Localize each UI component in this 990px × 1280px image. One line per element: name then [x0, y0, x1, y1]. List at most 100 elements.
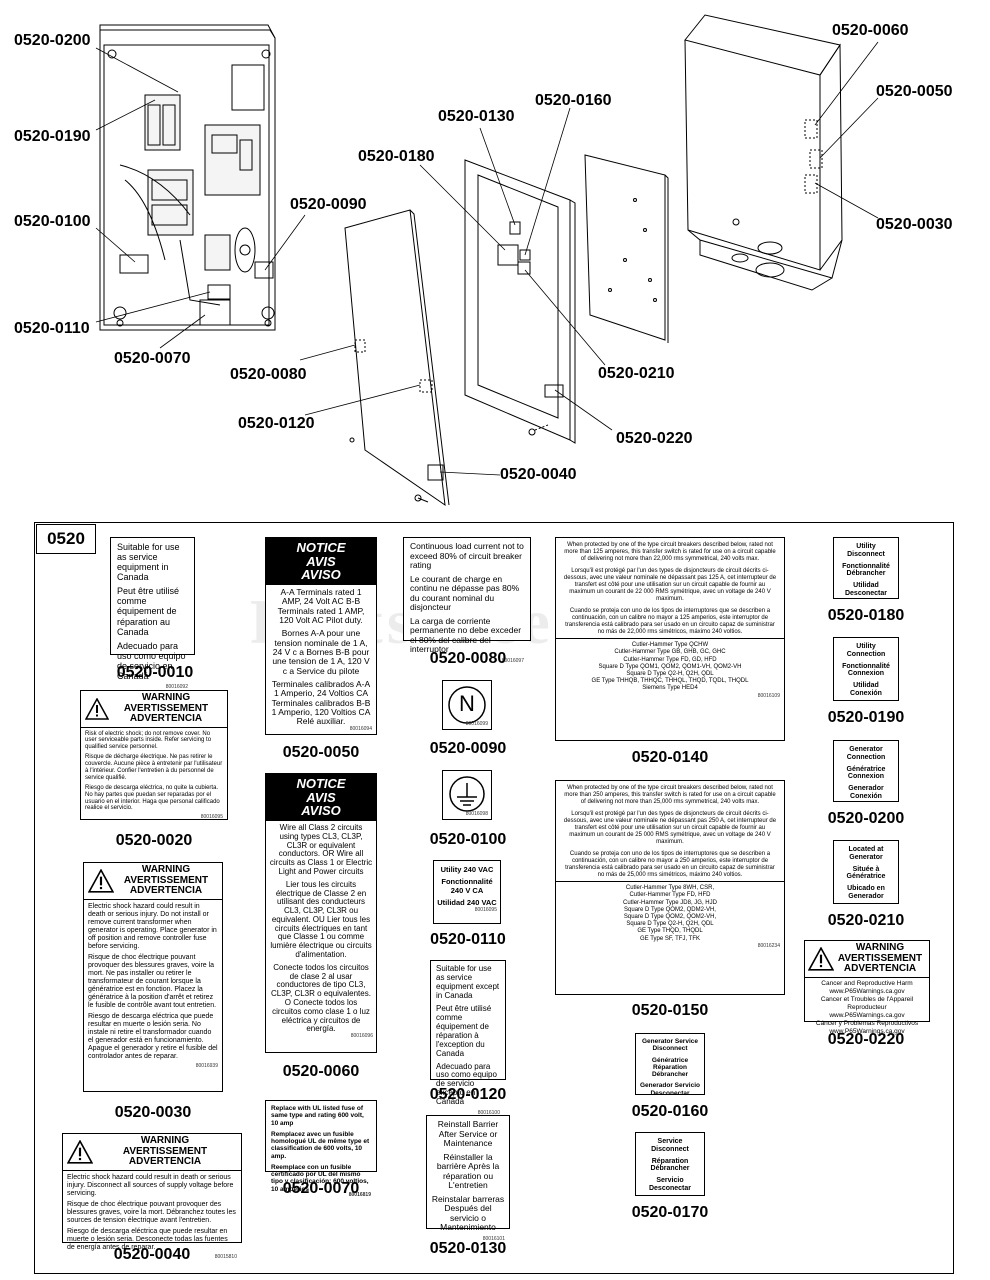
breaker-list: Cutler-Hammer Type 8WH, CSR, Cutler-Hamm…: [556, 881, 784, 952]
label-text-en: Wire all Class 2 circuits using types CL…: [269, 822, 373, 876]
label-text-en: Replace with UL listed fuse of same type…: [271, 1105, 364, 1127]
label-text-fr: Réinstaller la barrière Après la réparat…: [436, 1151, 500, 1191]
part-number-0520-0110: 0520-0110: [430, 931, 506, 948]
callout-0520-0110[interactable]: 0520-0110: [14, 320, 90, 337]
part-number-0520-0150: 0520-0150: [631, 1002, 709, 1019]
callout-0520-0040[interactable]: 0520-0040: [500, 466, 577, 483]
label-0520-0080[interactable]: Continuous load current not to exceed 80…: [403, 537, 531, 663]
callout-0520-0190[interactable]: 0520-0190: [14, 128, 91, 145]
label-text-fr: Risque de choc électrique pouvant provoq…: [88, 953, 217, 1010]
label-text-es: Generador Servicio Desconectar: [640, 1082, 700, 1097]
breaker-type: Cutler-Hammer Type 8WH, CSR,: [625, 885, 715, 892]
breaker-type: Cutler-Hammer Type GB, GHB, GC, GHC: [614, 649, 726, 656]
part-number-0520-0120: 0520-0120: [429, 1086, 507, 1103]
callout-0520-0200[interactable]: 0520-0200: [14, 32, 91, 49]
label-text-fr: Risque de choc électrique pouvant provoq…: [67, 1200, 236, 1224]
label-text-es: Utilidad Conexión: [850, 682, 882, 698]
label-0520-0180[interactable]: Utility Disconnect Fonctionnalité Débran…: [833, 537, 899, 599]
label-text-en: When protected by one of the type circui…: [564, 542, 776, 563]
label-code: 80016095: [474, 906, 497, 913]
callout-0520-0160[interactable]: 0520-0160: [535, 92, 612, 109]
label-text-en: Suitable for use as service equipment ex…: [436, 964, 500, 1000]
breaker-type: Cutler-Hammer Type FD, GD, HFD: [623, 656, 717, 663]
callout-0520-0080[interactable]: 0520-0080: [230, 366, 307, 383]
label-text-en: Generator Service Disconnect: [641, 1038, 698, 1053]
label-0520-0140[interactable]: When protected by one of the type circui…: [555, 537, 785, 741]
breaker-list: Cutler-Hammer Type QCHW Cutler-Hammer Ty…: [556, 638, 784, 701]
label-text-en: Utility Disconnect: [847, 543, 885, 558]
callout-0520-0180[interactable]: 0520-0180: [358, 148, 435, 165]
label-text-fr: Fonctionnalité 240 V CA: [441, 877, 493, 895]
front-frame: [464, 159, 576, 444]
callout-0520-0090[interactable]: 0520-0090: [290, 196, 367, 213]
label-text-es: Ubicado en Generador: [847, 885, 885, 901]
label-text-en: Suitable for use as service equipment in…: [117, 542, 180, 583]
label-text-es: Terminales calibrados A-A 1 Amperio, 24 …: [271, 679, 371, 727]
label-text-en: Utility 240 VAC: [440, 865, 494, 874]
part-number-0520-0170: 0520-0170: [631, 1204, 709, 1221]
label-text-en: Utility Connection: [846, 643, 886, 658]
label-text-en: Located at Generator: [848, 846, 884, 861]
callout-0520-0220[interactable]: 0520-0220: [616, 430, 693, 447]
label-code: 80016234: [757, 942, 780, 949]
label-0520-0190[interactable]: Utility Connection Fonctionnalité Connex…: [833, 637, 899, 701]
breaker-type: Square D Type QOM1, QOM2, QOM1-VH, QOM2-…: [598, 663, 742, 670]
label-url: www.P65Warnings.ca.gov: [829, 1028, 905, 1036]
label-code: 80016096: [350, 1033, 373, 1040]
part-number-0520-0160: 0520-0160: [631, 1103, 709, 1120]
label-code: 80016109: [757, 692, 780, 699]
label-text-en: Electric shock hazard could result in de…: [67, 1173, 234, 1197]
callout-0520-0210[interactable]: 0520-0210: [598, 365, 675, 382]
label-0520-0210[interactable]: Located at Generator Située à Génératric…: [833, 840, 899, 904]
label-text-fr: Le courant de charge en continu ne dépas…: [410, 573, 520, 613]
label-text-fr: Bornes A-A pour une tension nominale de …: [272, 628, 370, 676]
callout-0520-0060[interactable]: 0520-0060: [832, 22, 909, 39]
label-sheet-frame: [34, 522, 954, 1274]
label-text-en: Cancer and Reproductive Harm: [821, 979, 913, 987]
callout-0520-0100[interactable]: 0520-0100: [14, 213, 91, 230]
label-0520-0090[interactable]: N 80016099: [442, 680, 492, 730]
callout-0520-0130[interactable]: 0520-0130: [438, 108, 515, 125]
breaker-type: GE Type SF, TFJ, TFK: [639, 935, 701, 942]
label-text-es: Conecte todos los circuitos de clase 2 a…: [271, 962, 371, 1034]
label-0520-0010[interactable]: Suitable for use as service equipment in…: [110, 537, 195, 690]
breaker-type: Square D Type QOM2, QOM2-VH,: [623, 914, 717, 920]
label-text-en: Generator Connection: [846, 746, 886, 761]
callout-0520-0120[interactable]: 0520-0120: [238, 415, 315, 432]
label-text-es: Reinstalar barreras Después del servicio…: [431, 1193, 505, 1233]
label-0520-0070[interactable]: Replace with UL listed fuse of same type…: [265, 1100, 377, 1198]
callout-0520-0070[interactable]: 0520-0070: [114, 350, 191, 367]
label-text-fr: Fonctionnalité Débrancher: [842, 562, 890, 578]
label-text-es: Servicio Desconectar: [648, 1177, 692, 1193]
label-0520-0150[interactable]: When protected by one of the type circui…: [555, 780, 785, 995]
breaker-type: Cutler-Hammer Type JD8, JG, HJD: [623, 899, 717, 906]
label-0520-0130[interactable]: Reinstall Barrier After Service or Maint…: [426, 1115, 510, 1241]
callout-0520-0030[interactable]: 0520-0030: [876, 216, 953, 233]
label-code: 80016101: [482, 1235, 505, 1242]
label-0520-0110[interactable]: Utility 240 VAC Fonctionnalité 240 V CA …: [433, 860, 501, 924]
label-text-es: Adecuado para uso como equipo de servici…: [436, 1061, 497, 1107]
part-number-0520-0080: 0520-0080: [429, 650, 507, 667]
label-text-en: Risk of electric shock; do not remove co…: [85, 730, 212, 751]
callout-0520-0050[interactable]: 0520-0050: [876, 83, 953, 100]
label-0520-0120[interactable]: Suitable for use as service equipment ex…: [430, 960, 506, 1116]
label-0520-0170[interactable]: Service Disconnect Réparation Débrancher…: [635, 1132, 705, 1196]
label-text-en: When protected by one of the type circui…: [564, 785, 776, 806]
label-text-fr: Cancer et Troubles de l'Appareil Reprodu…: [820, 995, 914, 1011]
part-number-0520-0210: 0520-0210: [827, 912, 905, 929]
label-0520-0160[interactable]: Generator Service Disconnect Génératrice…: [635, 1033, 705, 1097]
neutral-symbol-icon: [448, 686, 486, 724]
label-text-es: Cáncer y Problemas Reproductivos: [815, 1020, 919, 1028]
label-0520-0200[interactable]: Generator Connection Génératrice Connexi…: [833, 740, 899, 802]
label-0520-0100[interactable]: 80016098: [442, 770, 492, 820]
back-plate: [584, 154, 669, 343]
